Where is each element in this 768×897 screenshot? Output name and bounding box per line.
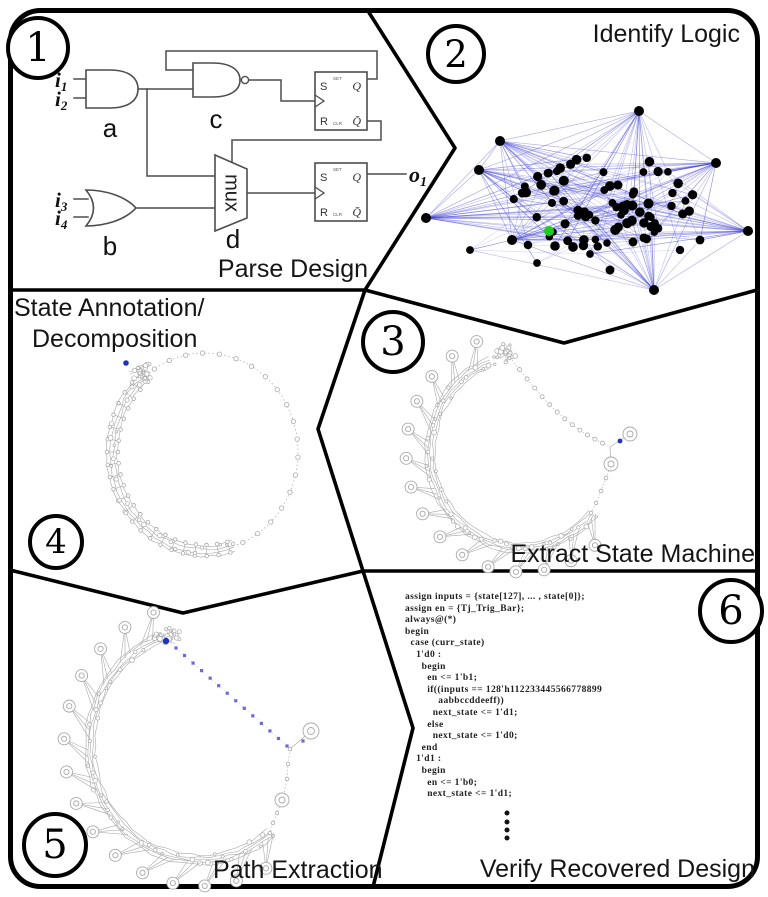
gate-letter-labels: a b c d: [103, 104, 240, 261]
step-2-badge: 2: [426, 24, 486, 84]
and-gate-label: a: [103, 113, 118, 143]
step-1-badge: 1: [6, 16, 70, 80]
step-1-number: 1: [25, 25, 51, 71]
divider-1-2: [363, 10, 457, 291]
outer-border: [8, 8, 760, 889]
logic-graph-hairball: [421, 106, 753, 295]
ff2-clr-small: CLR: [333, 212, 343, 217]
clock-triangle-icon: [314, 94, 326, 108]
input-i3-label: i3: [55, 188, 68, 214]
mux-body-label: mux: [221, 174, 243, 212]
step-2-number: 2: [444, 32, 468, 76]
circuit-wires: [73, 50, 407, 218]
panel-1-title: Parse Design: [217, 255, 368, 283]
divider-2-3: [364, 288, 758, 345]
step-4-badge: 4: [28, 514, 84, 570]
mux-gate-label: d: [226, 224, 240, 254]
step-4-number: 4: [45, 522, 67, 562]
output-o1-label: o1: [409, 162, 427, 190]
nand-bubble-icon: [240, 75, 250, 85]
panel-6-title: Verify Recovered Design: [479, 855, 755, 883]
nand-gate: [192, 62, 241, 98]
panel-3-title: Extract State Machine: [510, 540, 755, 568]
or-gate-label: b: [103, 231, 117, 261]
verilog-code-listing: assign inputs = {state[127], ... , state…: [405, 592, 603, 800]
or-gate: [84, 189, 138, 227]
panel-5-title: Path Extraction: [213, 856, 383, 884]
divider-5-6: [361, 570, 415, 888]
panel-2-title: Identify Logic: [592, 20, 740, 48]
ff2-r-pin: R: [320, 207, 328, 219]
step-3-badge: 3: [361, 310, 425, 374]
ff1-set-small: SET: [333, 76, 342, 81]
state-machine-graph: [399, 335, 638, 579]
path-extraction-graph: [57, 606, 320, 893]
and-gate: [85, 69, 139, 109]
state-annotation-graph: [104, 350, 301, 559]
input-i4-label: i4: [55, 206, 68, 232]
step-3-number: 3: [380, 319, 406, 365]
ff1-r-pin: R: [320, 116, 328, 128]
input-i1-label: i1: [55, 68, 67, 94]
ff2-qbar-pin: Q̄: [352, 205, 361, 219]
circuit-schematic: mux S SET Q R CLR Q̄ S SET Q R CLR: [55, 50, 427, 261]
step-5-badge: 5: [22, 812, 88, 878]
panel-4-title-line1: State Annotation/: [14, 294, 205, 322]
input-i2-label: i2: [55, 87, 68, 113]
ff1-s-pin: S: [320, 81, 327, 93]
ff1-clr-small: CLR: [333, 121, 343, 126]
vertical-ellipsis-icon: [504, 810, 510, 841]
signal-labels: i1 i2 i3 i4 o1: [55, 68, 427, 232]
flipflop-1: S SET Q R CLR Q̄: [314, 71, 368, 131]
nand-gate-label: c: [210, 104, 223, 134]
panel-4-title: State Annotation/ Decomposition: [14, 293, 204, 355]
ff1-qbar-pin: Q̄: [352, 114, 361, 128]
ff2-s-pin: S: [320, 172, 327, 184]
panel-dividers: [9, 10, 758, 888]
ff2-q-pin: Q: [352, 170, 361, 184]
divider-4-5: [9, 568, 364, 615]
clock-triangle-icon: [314, 186, 326, 200]
ff2-set-small: SET: [333, 167, 342, 172]
flipflop-2: S SET Q R CLR Q̄: [314, 162, 368, 222]
mux-gate: [214, 153, 248, 233]
panel-4-title-line2: Decomposition: [32, 325, 198, 353]
step-5-number: 5: [42, 822, 68, 868]
step-6-badge: 6: [698, 578, 764, 644]
divider-3-4: [316, 289, 367, 572]
ff1-q-pin: Q: [352, 79, 361, 93]
step-6-number: 6: [718, 588, 744, 634]
